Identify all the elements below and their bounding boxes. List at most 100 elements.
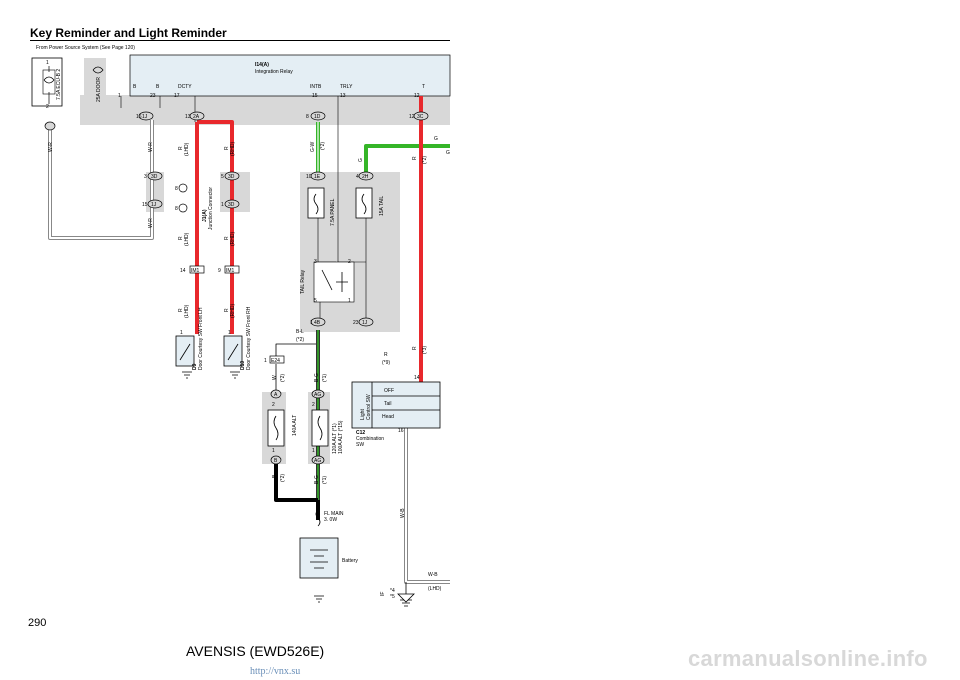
svg-text:23: 23 — [353, 320, 359, 326]
svg-text:(*2): (*2) — [280, 474, 286, 482]
node-4b — [310, 317, 326, 327]
wire-wb — [404, 428, 450, 584]
watermark: carmanualsonline.info — [688, 646, 928, 671]
svg-text:1: 1 — [310, 320, 313, 326]
svg-text:W-R: W-R — [148, 218, 154, 228]
svg-text:*5: *5 — [390, 594, 395, 600]
svg-text:R: R — [178, 308, 184, 312]
panel-fuse-label: 7.5A PANEL — [330, 198, 336, 226]
sw-lh-id: D9 — [192, 363, 198, 370]
svg-text:1: 1 — [312, 448, 315, 454]
wire-red-dcty — [197, 120, 234, 334]
term-t: T — [422, 84, 425, 90]
relay-panel-strip — [80, 95, 450, 125]
term-intb: INTB — [310, 84, 322, 90]
svg-text:12: 12 — [409, 114, 415, 120]
comb-group-2: Control SW — [366, 394, 372, 420]
comb-head: Head — [382, 414, 394, 420]
svg-text:R: R — [412, 346, 418, 350]
svg-text:R: R — [224, 146, 230, 150]
wire-wr — [48, 120, 154, 240]
svg-text:14: 14 — [180, 268, 186, 274]
term-dcty: DCTY — [178, 84, 192, 90]
wire-b — [274, 460, 318, 502]
svg-text:1J: 1J — [362, 320, 368, 326]
svg-text:G-W: G-W — [310, 141, 316, 152]
node-ecu-out — [44, 121, 56, 131]
svg-text:W-B: W-B — [428, 572, 438, 578]
svg-text:A: A — [274, 392, 278, 398]
relay-pin-5: 5 — [314, 298, 317, 304]
svg-text:IF: IF — [380, 592, 386, 596]
wire-wb-inner — [405, 428, 450, 583]
svg-text:(*2): (*2) — [422, 156, 428, 164]
ecu-b2-label: 7.5A ECU-B 2 — [56, 69, 62, 100]
sw-lh-name: Door Courtesy SW Front LH — [198, 307, 204, 370]
relay-pin-13: 13 — [340, 93, 346, 99]
fl-main-label1: FL MAIN — [324, 511, 344, 517]
battery-label: Battery — [342, 558, 358, 564]
svg-text:(*1): (*1) — [322, 476, 328, 484]
svg-text:R: R — [224, 308, 230, 312]
node-b-bottom — [270, 455, 282, 465]
svg-text:3: 3 — [144, 174, 147, 180]
door-fuse-box — [84, 58, 106, 106]
svg-text:(RHD): (RHD) — [230, 232, 236, 246]
relay-id: I14(A) — [255, 62, 269, 68]
relay-pin-15: 15 — [312, 93, 318, 99]
svg-text:2: 2 — [272, 402, 275, 408]
svg-text:4B: 4B — [314, 320, 321, 326]
comb-name2: SW — [356, 442, 364, 448]
diagram-labels: I14(A) Integration Relay B B DCTY INTB T… — [46, 60, 450, 600]
svg-text:1: 1 — [180, 330, 183, 336]
node-ag-top — [311, 389, 325, 399]
svg-text:G: G — [446, 150, 450, 156]
svg-text:(*2): (*2) — [296, 337, 304, 343]
node-1d — [310, 111, 326, 121]
svg-text:G: G — [434, 136, 438, 142]
svg-text:1J: 1J — [151, 202, 157, 208]
relay-pin-1b: 1 — [348, 298, 351, 304]
svg-text:AG: AG — [314, 458, 321, 464]
svg-text:B: B — [272, 474, 278, 478]
svg-text:(LHD): (LHD) — [184, 142, 190, 156]
svg-text:R: R — [178, 146, 184, 150]
node-1j-a — [138, 111, 154, 121]
svg-text:(*2): (*2) — [280, 374, 286, 382]
svg-text:E24: E24 — [271, 358, 280, 364]
node-im1-a — [189, 265, 205, 274]
page-title: Key Reminder and Light Reminder — [30, 26, 227, 40]
svg-text:B: B — [274, 458, 278, 464]
source-link[interactable]: http://vnx.su — [250, 666, 301, 677]
wire-g — [364, 144, 450, 175]
svg-text:1: 1 — [264, 358, 267, 364]
ecu-b2-box — [31, 57, 63, 107]
svg-text:(*1): (*1) — [322, 374, 328, 382]
svg-text:3C: 3C — [417, 114, 424, 120]
tail-fuse-label: 15A TAIL — [379, 196, 385, 216]
svg-text:R: R — [384, 352, 388, 358]
node-3d-b — [224, 171, 240, 181]
node-j-a — [178, 183, 188, 193]
svg-text:9: 9 — [218, 268, 221, 274]
term-trly: TRLY — [340, 84, 353, 90]
relay-pin-1: 1 — [118, 93, 121, 99]
node-im1-b — [224, 265, 240, 274]
comb-off: OFF — [384, 388, 394, 394]
connector-nodes — [44, 111, 429, 465]
junction-name: Junction Connector — [208, 187, 214, 230]
node-2a — [189, 111, 205, 121]
comb-tail: Tail — [384, 401, 392, 407]
svg-text:1D: 1D — [314, 114, 321, 120]
svg-text:8: 8 — [306, 114, 309, 120]
relay-pin-12: 12 — [414, 93, 420, 99]
svg-text:(RHD): (RHD) — [230, 142, 236, 156]
svg-text:10: 10 — [306, 174, 312, 180]
svg-text:B-G: B-G — [314, 475, 320, 484]
door-fuse-label: 25A DOOR — [96, 77, 102, 102]
relay-pin-17: 17 — [174, 93, 180, 99]
svg-text:1: 1 — [221, 202, 224, 208]
term-b2: B — [156, 84, 160, 90]
comb-name1: Combination — [356, 436, 384, 442]
